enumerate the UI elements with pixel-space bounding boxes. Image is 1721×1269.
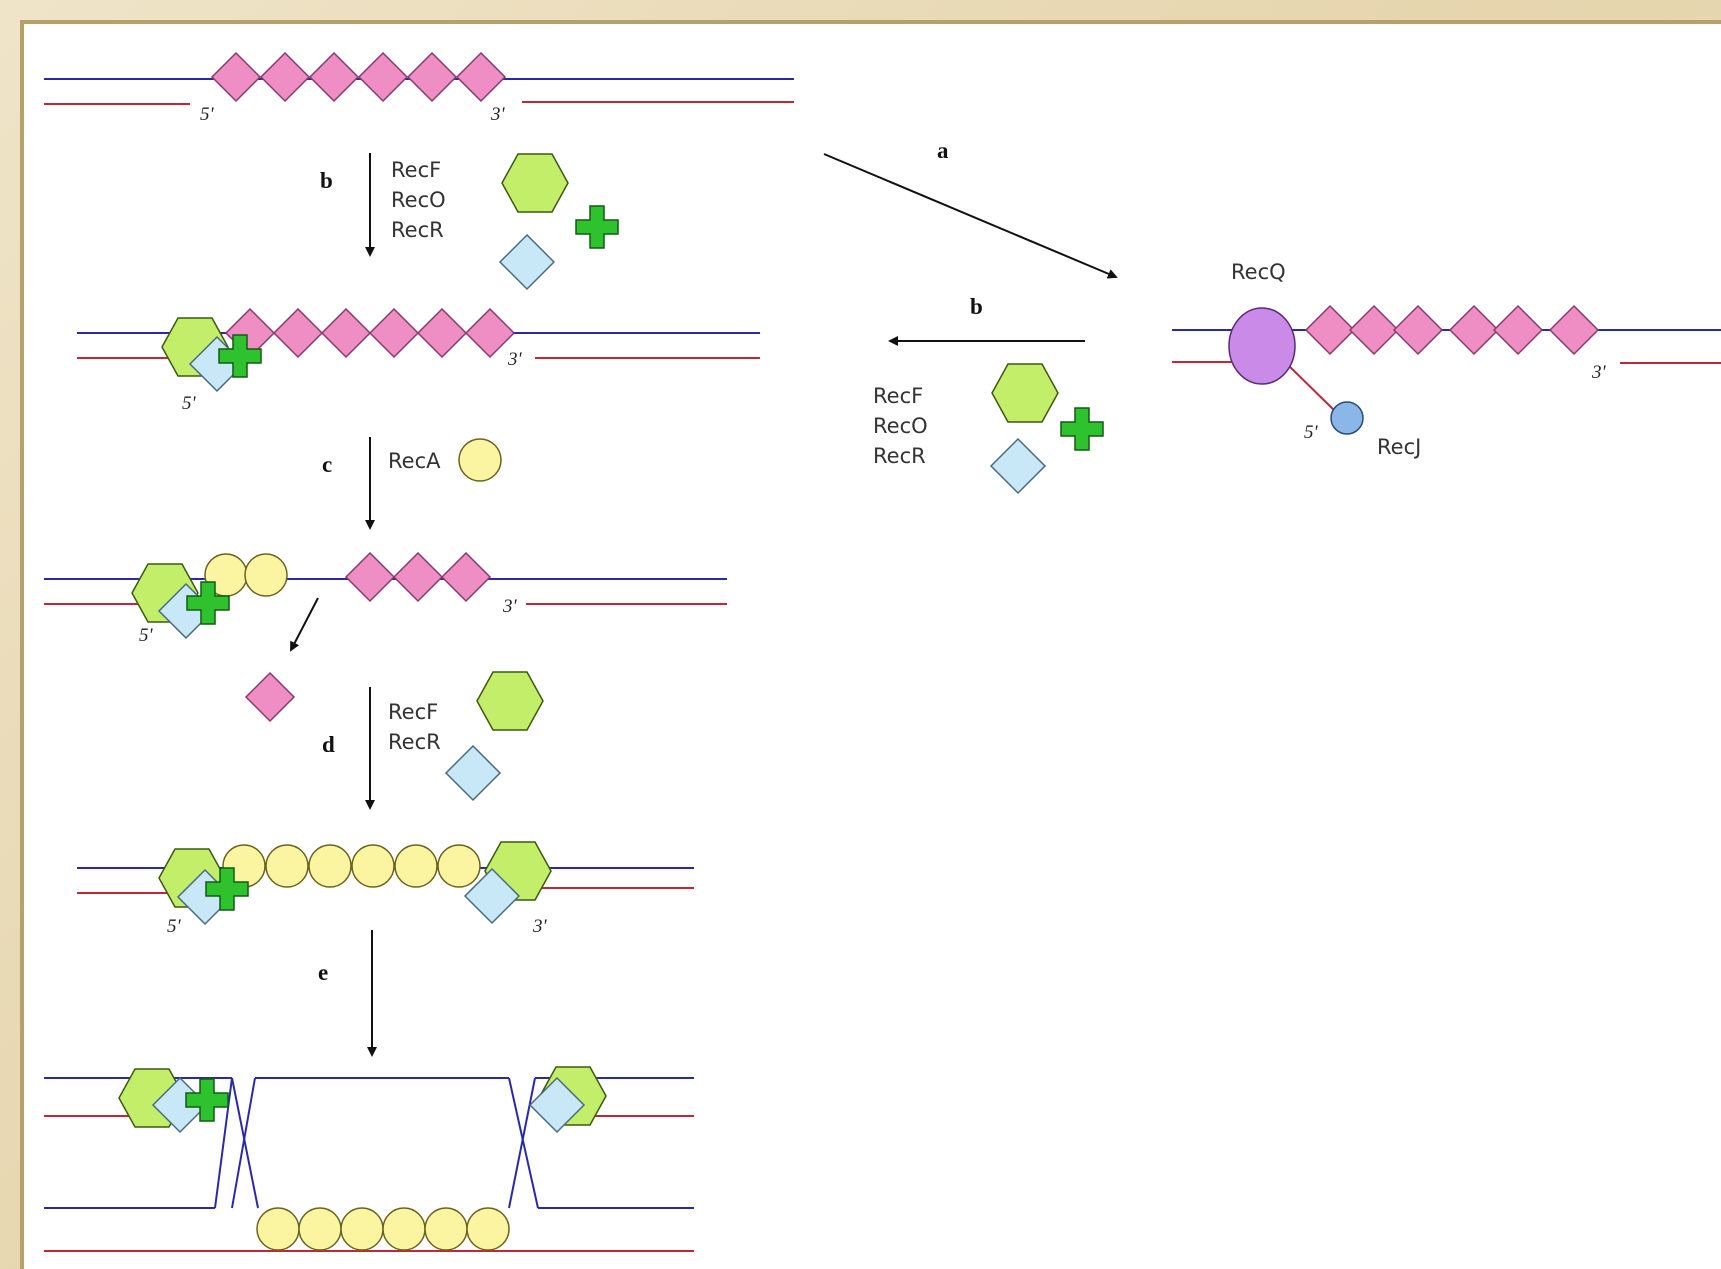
reca-label: RecA xyxy=(388,449,441,473)
step-label-e: e xyxy=(318,960,328,985)
ssb-row2-4 xyxy=(370,309,418,357)
row-reca-loading: 5' 3' xyxy=(44,553,727,721)
reco-cross xyxy=(576,206,618,248)
recq-label: RecQ xyxy=(1231,260,1286,284)
ssb-row1-1 xyxy=(212,53,260,101)
step-b-left: b RecF RecO RecR xyxy=(320,153,618,289)
recr-diamond xyxy=(500,235,554,289)
ssb-right-3 xyxy=(1394,306,1442,354)
ssb-row3-2 xyxy=(394,553,442,601)
ssb-row2-6 xyxy=(466,309,514,357)
ssb-row2-2 xyxy=(274,309,322,357)
recq-helicase xyxy=(1229,308,1295,384)
recf-label: RecF xyxy=(873,384,923,408)
reco-cross xyxy=(1061,408,1103,450)
reca-row4-4 xyxy=(352,845,394,887)
three-prime-label: 3' xyxy=(532,916,548,937)
reca-row4-6 xyxy=(438,845,480,887)
five-prime-label: 5' xyxy=(200,104,215,125)
ssb-row3-1 xyxy=(346,553,394,601)
step-d: d RecF RecR xyxy=(322,672,543,808)
five-prime-label: 5' xyxy=(182,393,197,414)
ssb-right-5 xyxy=(1494,306,1542,354)
five-prime-label: 5' xyxy=(167,916,182,937)
reca-row5-4 xyxy=(383,1208,425,1250)
recf-hexagon xyxy=(477,672,543,730)
step-label-b: b xyxy=(970,294,983,319)
reca-row5-5 xyxy=(425,1208,467,1250)
step-label-d: d xyxy=(322,732,335,757)
three-prime-label: 3' xyxy=(490,104,506,125)
reco-label: RecO xyxy=(873,414,928,438)
ssb-right-1 xyxy=(1306,306,1354,354)
ssb-right-6 xyxy=(1550,306,1598,354)
reca-row4-2 xyxy=(266,845,308,887)
three-prime-label: 3' xyxy=(502,596,518,617)
released-ssb xyxy=(246,673,294,721)
row-strand-invasion xyxy=(44,1067,694,1251)
reca-row4-5 xyxy=(395,845,437,887)
recr-diamond xyxy=(991,439,1045,493)
reco-label: RecO xyxy=(391,188,446,212)
pathway-b-right: b RecF RecO RecR xyxy=(873,294,1103,493)
step-label-a: a xyxy=(937,138,949,163)
row-recfor-loaded: 5' 3' xyxy=(77,309,760,414)
recj-nuclease xyxy=(1331,402,1363,434)
recr-label: RecR xyxy=(391,218,444,242)
row-reca-filament: 5' 3' xyxy=(77,842,694,937)
reca-row5-6 xyxy=(467,1208,509,1250)
ssb-row2-5 xyxy=(418,309,466,357)
ssb-right-2 xyxy=(1350,306,1398,354)
reca-row4-3 xyxy=(309,845,351,887)
recr-label: RecR xyxy=(388,730,441,754)
row-recq-recj: RecQ RecJ 5' 3' xyxy=(1172,260,1721,459)
reca-row5-3 xyxy=(341,1208,383,1250)
recr-diamond xyxy=(446,746,500,800)
step-e: e xyxy=(318,930,372,1055)
five-prime-label: 5' xyxy=(139,625,154,646)
reca-row5-1 xyxy=(257,1208,299,1250)
reca-row5-2 xyxy=(299,1208,341,1250)
step-label-c: c xyxy=(322,452,332,477)
row-initial-ssdna: 5' 3' xyxy=(44,53,794,125)
recr-label: RecR xyxy=(873,444,926,468)
ssb-row1-5 xyxy=(408,53,456,101)
ssb-row1-3 xyxy=(310,53,358,101)
recf-hexagon xyxy=(502,154,568,212)
recf-hexagon xyxy=(992,364,1058,422)
pathway-a: a xyxy=(824,138,1116,277)
recj-label: RecJ xyxy=(1377,435,1421,459)
recf-label: RecF xyxy=(391,158,441,182)
three-prime-label: 3' xyxy=(507,349,523,370)
ssb-right-4 xyxy=(1450,306,1498,354)
ssb-row3-3 xyxy=(442,553,490,601)
three-prime-label: 3' xyxy=(1591,362,1607,383)
reca-circle xyxy=(459,439,501,481)
recf-label: RecF xyxy=(388,700,438,724)
ssb-row2-3 xyxy=(322,309,370,357)
ssb-row1-2 xyxy=(261,53,309,101)
step-label-b: b xyxy=(320,168,333,193)
five-prime-label: 5' xyxy=(1304,422,1319,443)
ssb-row1-4 xyxy=(359,53,407,101)
ssb-row1-6 xyxy=(457,53,505,101)
step-c: c RecA xyxy=(322,437,501,528)
reca-row3-2 xyxy=(245,554,287,596)
